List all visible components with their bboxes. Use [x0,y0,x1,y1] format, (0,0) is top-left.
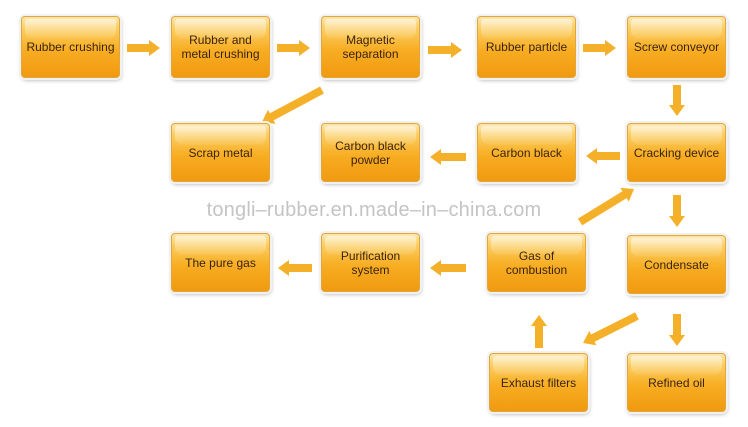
node-carbon-black: Carbon black [477,123,576,182]
node-rubber-particle: Rubber particle [477,16,576,78]
node-magnetic-separation: Magnetic separation [321,16,420,78]
node-label: Cracking device [633,145,720,160]
arrow-cracking-device-to-carbon-black [586,148,620,164]
node-exhaust-filters: Exhaust filters [489,353,588,412]
arrow-rubber-crushing-to-rubber-metal-crushing [127,40,160,56]
node-gas-of-combustion: Gas of combustion [487,233,586,292]
arrow-purification-system-to-pure-gas [278,260,312,276]
arrow-magnetic-separation-to-scrap-metal [262,86,324,124]
arrow-condensate-to-refined-oil [669,314,685,346]
node-label: Refined oil [648,375,705,390]
node-cracking-device: Cracking device [627,123,726,182]
node-rubber-metal-crushing: Rubber and metal crushing [171,16,270,78]
arrow-condensate-to-exhaust-filters [583,312,639,346]
arrow-screw-conveyor-to-cracking-device [669,85,685,116]
node-label: Gas of combustion [505,248,568,277]
node-pure-gas: The pure gas [171,233,270,292]
arrow-carbon-black-to-carbon-black-powder [430,149,466,165]
node-screw-conveyor: Screw conveyor [627,16,726,78]
node-label: Rubber particle [485,40,568,54]
arrow-exhaust-filters-to-gas-of-combustion [531,315,547,348]
watermark-text: tongli–rubber.en.made–in–china.com [206,199,542,221]
node-label: Rubber crushing [26,40,115,54]
arrow-rubber-particle-to-screw-conveyor [583,40,616,56]
node-label: Carbon black [491,145,562,160]
node-label: Purification system [340,248,401,277]
node-label: Magnetic separation [342,33,399,61]
node-refined-oil: Refined oil [627,353,726,412]
node-label: The pure gas [185,255,256,270]
arrow-gas-of-combustion-to-purification-system [430,260,466,276]
arrow-magnetic-separation-to-rubber-particle [428,42,462,58]
node-label: Carbon black powder [335,138,406,167]
node-label: Scrap metal [188,145,253,160]
node-label: Exhaust filters [500,375,577,390]
node-carbon-black-powder: Carbon black powder [321,123,420,182]
node-label: Screw conveyor [633,40,720,54]
node-label: Rubber and metal crushing [181,33,260,61]
node-rubber-crushing: Rubber crushing [21,16,120,78]
node-scrap-metal: Scrap metal [171,123,270,182]
arrow-rubber-metal-crushing-to-magnetic-separation [277,40,310,56]
node-condensate: Condensate [627,235,726,294]
node-label: Condensate [644,257,709,272]
node-purification-system: Purification system [321,233,420,292]
